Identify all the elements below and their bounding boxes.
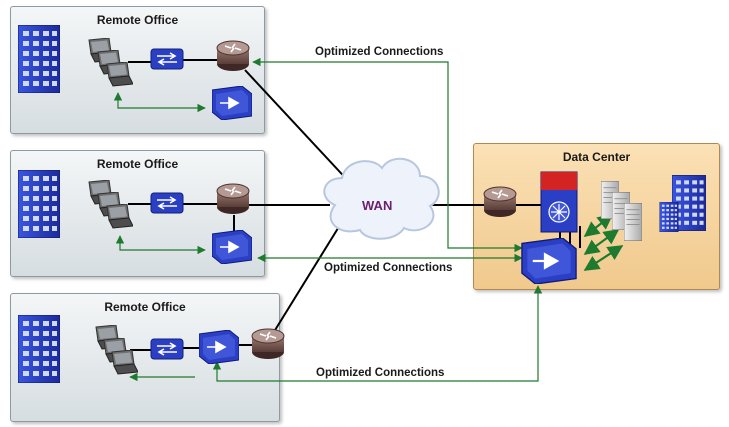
optimized-connections-label-1: Optimized Connections [315, 46, 444, 58]
optimized-connection-lines [113, 57, 543, 382]
dc-building-small-icon [659, 202, 679, 232]
switch-icon [150, 338, 184, 360]
office2-building-icon [18, 170, 60, 238]
wan-optimizer-icon [199, 330, 239, 364]
data-center-title: Data Center [562, 150, 631, 164]
laptop-icon [106, 204, 133, 229]
office2-lan-optimized [115, 235, 206, 255]
dc-server-arrow-2 [583, 229, 620, 255]
optimized-connections-label-2: Optimized Connections [324, 262, 453, 274]
router-icon [483, 186, 517, 218]
switch-icon [150, 192, 184, 214]
optimized-line-office1 [252, 57, 523, 253]
office3-building-icon [18, 315, 60, 383]
server-icon [624, 203, 642, 241]
router-icon [251, 328, 285, 360]
remote-office-3-title: Remote Office [104, 300, 186, 314]
remote-office-1-title: Remote Office [96, 13, 179, 27]
router-icon [216, 183, 250, 215]
office1-building-icon [18, 25, 60, 93]
dc-wan-optimizer-icon [520, 238, 578, 284]
wan-optimizer-icon [212, 86, 252, 120]
office1-wan-link [244, 69, 353, 186]
dc-server-arrow-3 [583, 245, 624, 271]
switch-icon [150, 48, 184, 70]
wan-label: WAN [362, 198, 393, 213]
optimized-line-office3 [212, 285, 543, 382]
core-switch-icon [540, 171, 578, 233]
remote-office-2-title: Remote Office [96, 157, 179, 171]
router-icon [216, 40, 250, 72]
office3-wan-link [271, 224, 341, 336]
office1-lan-optimized [113, 92, 206, 113]
laptop-icon [106, 62, 133, 87]
optimized-connections-label-3: Optimized Connections [316, 367, 445, 379]
laptop-icon [111, 350, 138, 375]
wan-optimizer-icon [212, 230, 252, 264]
